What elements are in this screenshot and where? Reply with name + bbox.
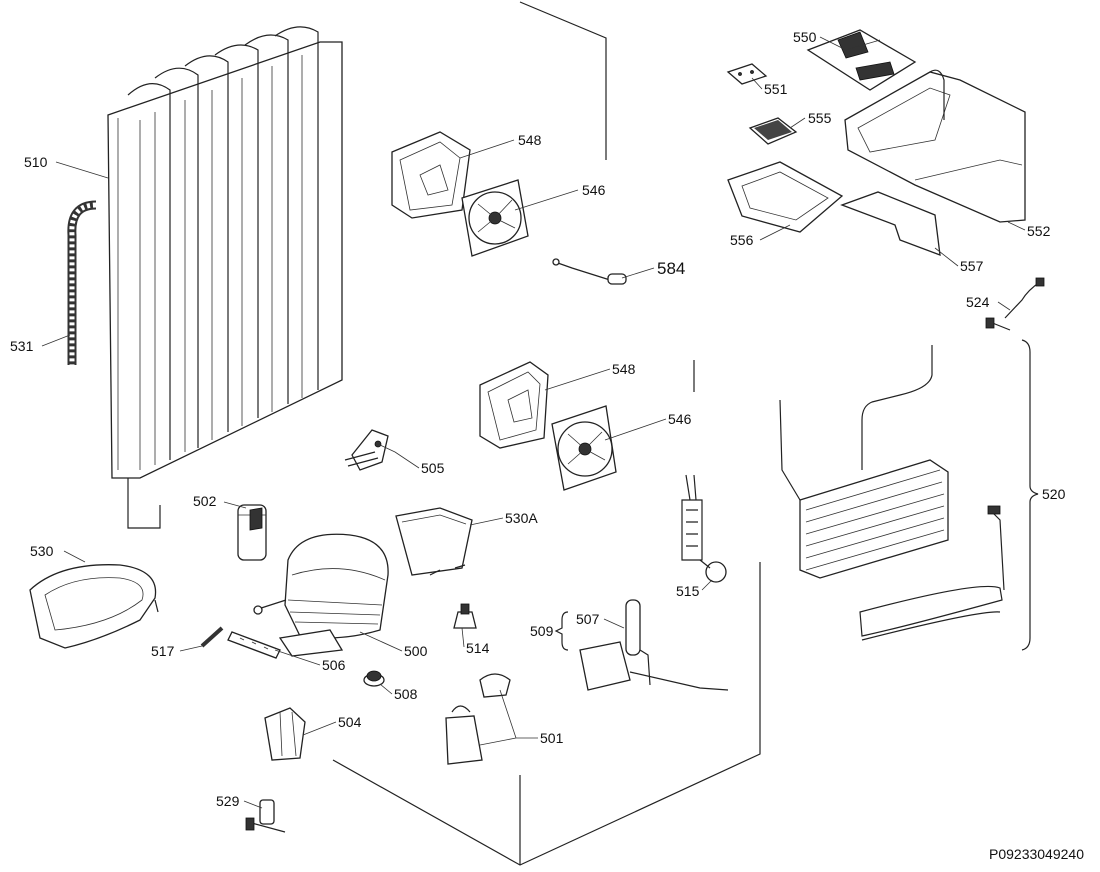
nut-508 — [363, 670, 385, 687]
wiring-524 — [985, 277, 1045, 331]
terminal-strip-506 — [227, 631, 281, 659]
bracket-550 — [806, 29, 917, 91]
drawing-id: P09233049240 — [989, 846, 1084, 862]
compressor-500 — [253, 533, 389, 657]
cover-557 — [840, 191, 941, 256]
bracket-505 — [344, 429, 389, 471]
fan-546-upper — [461, 179, 529, 257]
label-510: 510 — [24, 154, 48, 170]
label-517: 517 — [151, 643, 175, 659]
capacitor-502 — [237, 504, 267, 561]
label-506: 506 — [322, 657, 346, 673]
condenser-510 — [107, 26, 343, 529]
label-546-lower: 546 — [668, 411, 692, 427]
leader-lines — [41, 36, 1026, 809]
label-551: 551 — [764, 81, 788, 97]
label-531: 531 — [10, 338, 34, 354]
cabinet-outline — [332, 1, 761, 866]
label-504: 504 — [338, 714, 362, 730]
sensor-584 — [552, 258, 627, 285]
bracket-509 — [554, 611, 569, 651]
label-505: 505 — [421, 460, 445, 476]
label-546-upper: 546 — [582, 182, 606, 198]
label-530: 530 — [30, 543, 54, 559]
label-548-lower: 548 — [612, 361, 636, 377]
filter-555 — [748, 117, 798, 145]
grommet-514 — [453, 603, 477, 629]
evaporator-520 — [779, 345, 1005, 641]
fan-shroud-548-lower — [479, 361, 549, 449]
label-515: 515 — [676, 583, 700, 599]
label-552: 552 — [1027, 223, 1051, 239]
plate-551 — [726, 63, 768, 85]
label-524: 524 — [966, 294, 990, 310]
drawer-556 — [727, 161, 844, 233]
label-530A: 530A — [505, 510, 538, 526]
evaporation-tray-530 — [29, 564, 159, 649]
label-557: 557 — [960, 258, 984, 274]
label-520: 520 — [1042, 486, 1066, 502]
label-514: 514 — [466, 640, 490, 656]
label-548-upper: 548 — [518, 132, 542, 148]
label-508: 508 — [394, 686, 418, 702]
label-509: 509 — [530, 623, 554, 639]
label-556: 556 — [730, 232, 754, 248]
solenoid-valve-509 — [579, 599, 729, 691]
label-555: 555 — [808, 110, 832, 126]
label-529: 529 — [216, 793, 240, 809]
label-507: 507 — [576, 611, 600, 627]
drip-tray-530A — [395, 507, 473, 576]
valve-529 — [245, 799, 286, 833]
heater-515 — [681, 474, 727, 583]
label-500: 500 — [404, 643, 428, 659]
relay-504 — [264, 707, 306, 761]
bracket-520 — [1021, 339, 1039, 651]
pin-517 — [200, 626, 224, 648]
label-550: 550 — [793, 29, 817, 45]
insulation-tube-531 — [67, 200, 97, 365]
label-501: 501 — [540, 730, 564, 746]
label-502: 502 — [193, 493, 217, 509]
fan-shroud-548-upper — [391, 131, 471, 219]
thermostat-501 — [445, 673, 511, 765]
condenser-coils — [127, 26, 319, 470]
label-584: 584 — [657, 259, 685, 278]
housing-552 — [844, 69, 1026, 223]
fan-546-lower — [551, 405, 617, 491]
